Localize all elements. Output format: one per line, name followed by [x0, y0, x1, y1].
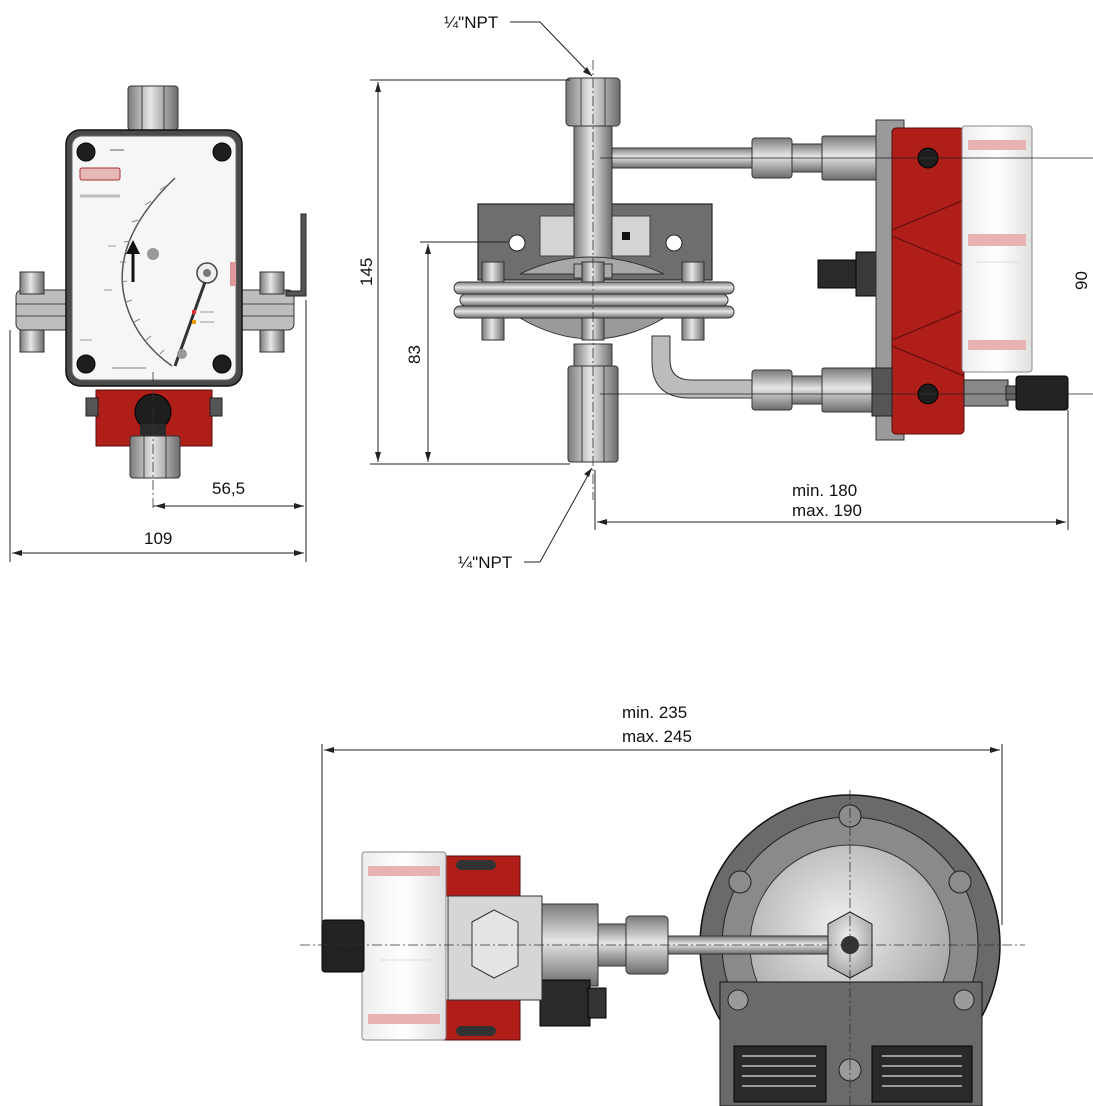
dim-top-len-min: min. 235 — [622, 703, 687, 722]
dim-side-len-max: max. 190 — [792, 501, 862, 520]
front-view-dimensions: 56,5 109 — [9, 300, 307, 562]
thread-bottom-label: ¼"NPT — [458, 553, 512, 572]
dim-top-len-max: max. 245 — [622, 727, 692, 746]
side-view-dimensions: 145 83 90 min. 180 max. 190 ¼"NPT ¼"NPT — [357, 13, 1091, 572]
side-view — [453, 60, 1093, 500]
dim-side-len-min: min. 180 — [792, 481, 857, 500]
top-view-dimensions: min. 235 max. 245 — [321, 703, 1003, 925]
dim-front-offset: 56,5 — [212, 479, 245, 498]
dim-height-total: 145 — [357, 258, 376, 286]
dim-height-mount: 83 — [405, 345, 424, 364]
dim-height-right: 90 — [1072, 271, 1091, 290]
dim-front-width: 109 — [144, 529, 172, 548]
thread-top-label: ¼"NPT — [444, 13, 498, 32]
top-view — [300, 790, 1025, 1106]
front-view — [15, 85, 307, 510]
